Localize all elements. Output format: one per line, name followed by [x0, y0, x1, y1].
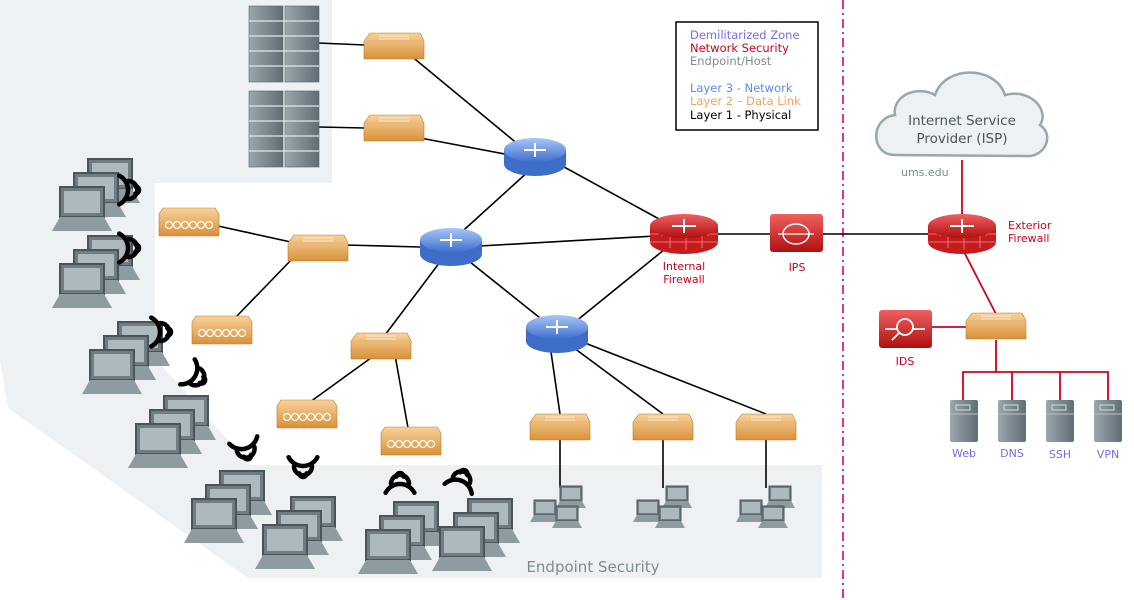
vpn-server[interactable]: [1093, 399, 1123, 443]
exterior-firewall[interactable]: [927, 213, 997, 255]
legend-layer2: Layer 2 – Data Link: [690, 94, 801, 108]
hub-2[interactable]: [191, 315, 253, 345]
legend-layer1: Layer 1 - Physical: [690, 108, 791, 122]
ids-label: IDS: [896, 355, 915, 368]
switch-6[interactable]: [632, 413, 694, 441]
internal-firewall[interactable]: [649, 213, 719, 255]
legend-layer3: Layer 3 - Network: [690, 81, 793, 95]
ids-device[interactable]: [879, 310, 932, 348]
switch-5[interactable]: [529, 413, 591, 441]
hub-3[interactable]: [276, 399, 338, 429]
vpn-server-label: VPN: [1097, 448, 1119, 461]
ips-label: IPS: [789, 261, 806, 274]
dns-server-label: DNS: [1000, 447, 1024, 460]
physical-links: [217, 42, 930, 488]
exterior-firewall-label: Firewall: [1008, 232, 1049, 245]
isp-label: Provider (ISP): [916, 131, 1007, 147]
legend-endpoint: Endpoint/Host: [690, 54, 772, 68]
switch-7[interactable]: [735, 413, 797, 441]
switch-2[interactable]: [363, 114, 425, 142]
switch-1[interactable]: [363, 32, 425, 60]
hub-1[interactable]: [158, 207, 220, 237]
switch-3[interactable]: [287, 234, 349, 262]
hub-4[interactable]: [380, 426, 442, 456]
isp-label: Internet Service: [908, 113, 1016, 129]
switch-4[interactable]: [350, 332, 412, 360]
dmz-links: [932, 160, 1109, 400]
endpoint-security-label: Endpoint Security: [526, 558, 659, 576]
isp-domain: ums.edu: [901, 166, 949, 179]
ssh-server[interactable]: [1045, 399, 1075, 443]
magnifier-icon: [896, 318, 914, 336]
legend-dmz: Demilitarized Zone: [690, 28, 800, 42]
internal-firewall-label: Internal: [663, 260, 705, 273]
router-1[interactable]: [503, 137, 567, 177]
dns-server[interactable]: [997, 399, 1027, 443]
web-server-label: Web: [952, 447, 976, 460]
legend-network-security: Network Security: [690, 41, 789, 55]
internal-firewall-label: Firewall: [663, 273, 704, 286]
dmz-switch[interactable]: [965, 312, 1027, 340]
wifi-icon: [180, 359, 212, 394]
legend: Demilitarized Zone Network Security Endp…: [675, 21, 819, 131]
web-server[interactable]: [949, 399, 979, 443]
exterior-firewall-label: Exterior: [1008, 219, 1052, 232]
router-2[interactable]: [419, 227, 483, 267]
ips-device[interactable]: [770, 214, 823, 252]
ssh-server-label: SSH: [1049, 448, 1071, 461]
router-3[interactable]: [525, 314, 589, 354]
isp-cloud[interactable]: [875, 71, 1049, 158]
